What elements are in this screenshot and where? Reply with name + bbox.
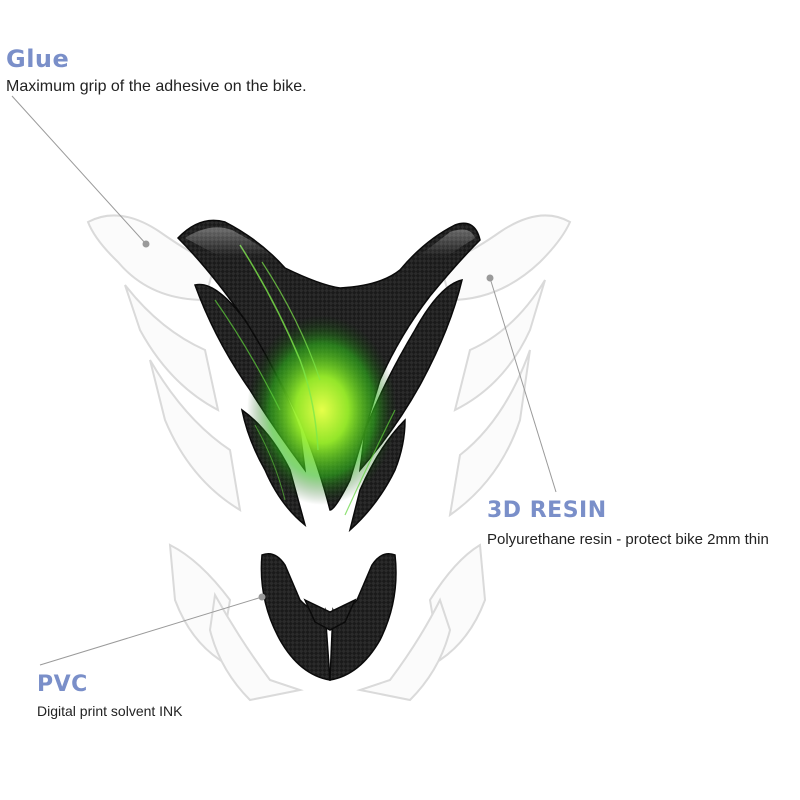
glue-title: Glue (6, 45, 70, 73)
glue-leader-line (11, 95, 147, 245)
leader-lines (11, 95, 557, 666)
resin-leader-dot (486, 274, 494, 282)
resin-gloss-highlight (185, 227, 475, 300)
resin-title: 3D RESIN (487, 498, 607, 523)
glue-leader-dot (142, 240, 150, 248)
pvc-callout: PVC Digital print solvent INK (37, 674, 183, 720)
pvc-description: Digital print solvent INK (37, 703, 183, 719)
glue-layer-outline (86, 214, 304, 702)
pvc-leader-dot (258, 593, 266, 601)
resin-description: Polyurethane resin - protect bike 2mm th… (487, 531, 769, 548)
resin-layer-outline (356, 214, 572, 702)
glue-callout: Glue Maximum grip of the adhesive on the… (6, 47, 307, 96)
pvc-leader-line (39, 596, 263, 666)
pvc-title: PVC (37, 672, 88, 697)
glue-description: Maximum grip of the adhesive on the bike… (6, 78, 307, 95)
resin-callout: 3D RESIN Polyurethane resin - protect bi… (487, 500, 769, 549)
resin-leader-line (489, 277, 557, 493)
